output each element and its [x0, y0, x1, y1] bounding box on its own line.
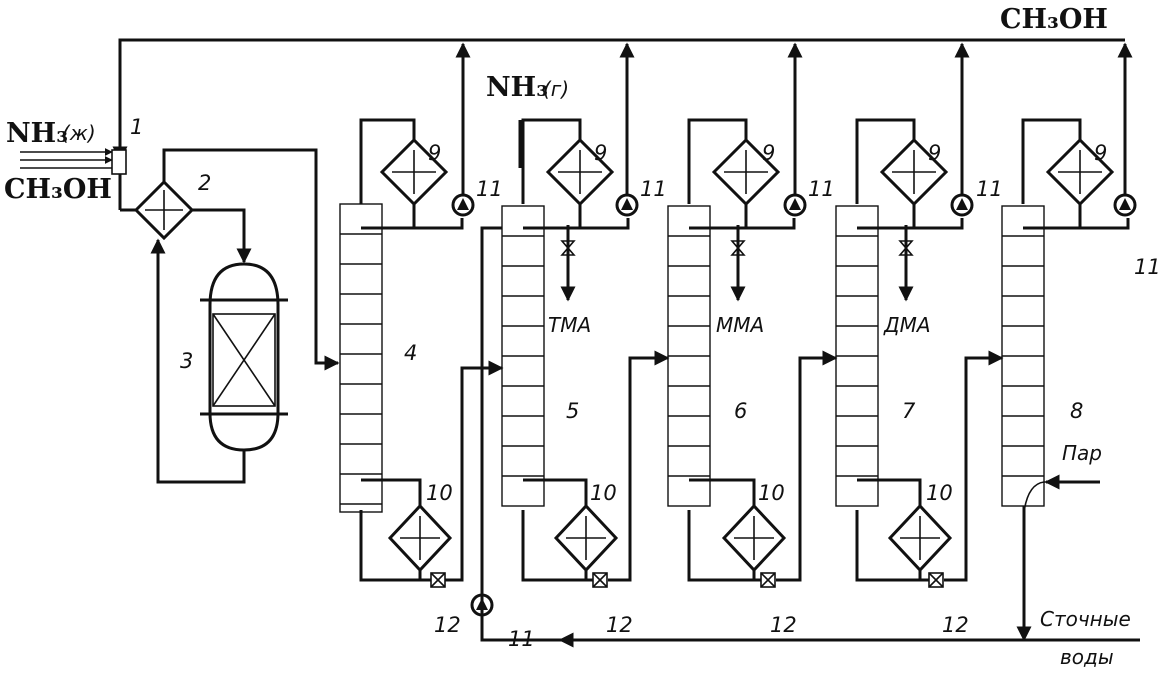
methanol-recycle-header — [112, 38, 1133, 210]
label-valve-12c: 12 — [770, 613, 797, 637]
nh3-liquid-state-label: (ж) — [62, 121, 96, 145]
valve-12-icon — [928, 572, 944, 588]
label-pump-11f: 11 — [508, 627, 535, 651]
label-pump-11d: 11 — [976, 177, 1003, 201]
label-pump-11e: 11 — [1134, 255, 1161, 279]
feed-inlets — [20, 148, 127, 175]
label-mixer-1: 1 — [130, 115, 143, 139]
valve-12-icon — [430, 572, 446, 588]
label-condenser-9a: 9 — [428, 141, 441, 165]
pump-11-icon — [615, 193, 639, 217]
label-reboiler-10d: 10 — [926, 481, 953, 505]
label-condenser-9b: 9 — [594, 141, 607, 165]
mixer-1 — [111, 149, 127, 175]
steam-label: Пар — [1062, 441, 1102, 465]
label-exchanger-2: 2 — [198, 171, 211, 195]
label-condenser-9c: 9 — [762, 141, 775, 165]
label-column-7: 7 — [902, 399, 916, 423]
column-trays — [340, 233, 1044, 505]
label-reboiler-10a: 10 — [426, 481, 453, 505]
label-reactor-3: 3 — [180, 349, 193, 373]
valve-12-icon — [760, 572, 776, 588]
label-valve-12a: 12 — [434, 613, 461, 637]
inter-column-lines — [445, 226, 1004, 620]
heat-exchanger-2 — [118, 148, 340, 484]
label-pump-11b: 11 — [640, 177, 667, 201]
product-mma-label: ММА — [716, 313, 764, 337]
product-tma-label: ТМА — [548, 313, 591, 337]
reboilers-10 — [359, 478, 953, 582]
label-reboiler-10c: 10 — [758, 481, 785, 505]
pump-11-icon — [451, 193, 475, 217]
label-pump-11c: 11 — [808, 177, 835, 201]
nh3-liquid-label: NH₃ — [6, 118, 68, 149]
valves-12 — [430, 240, 944, 588]
label-valve-12b: 12 — [606, 613, 633, 637]
label-condenser-9d: 9 — [928, 141, 941, 165]
label-column-8: 8 — [1070, 399, 1083, 423]
wastewater-line — [480, 474, 1140, 648]
label-pump-11a: 11 — [476, 177, 503, 201]
wastewater-label-line1: Сточные — [1040, 607, 1131, 631]
label-reboiler-10b: 10 — [590, 481, 617, 505]
column-4 — [339, 203, 383, 513]
pump-11-icon — [950, 193, 974, 217]
methanol-feed-label: CH₃OH — [4, 174, 112, 205]
pump-11-icon — [783, 193, 807, 217]
pump-11-icon — [1113, 193, 1137, 217]
label-condenser-9e: 9 — [1094, 141, 1107, 165]
label-column-6: 6 — [734, 399, 747, 423]
valve-12-icon — [592, 572, 608, 588]
label-column-4: 4 — [404, 341, 417, 365]
label-column-5: 5 — [566, 399, 579, 423]
wastewater-label-line2: воды — [1060, 645, 1114, 669]
product-drawoffs — [560, 225, 914, 302]
pumps-11 — [451, 193, 1137, 617]
nh3-gas-state-label: (г) — [543, 77, 569, 101]
reactor-3 — [200, 262, 288, 452]
condensers-9 — [359, 118, 1130, 230]
nh3-gas-label: NH₃ — [486, 72, 548, 103]
product-dma-label: ДМА — [883, 313, 931, 337]
methanol-top-label: CH₃OH — [1000, 4, 1108, 35]
label-valve-12d: 12 — [942, 613, 969, 637]
